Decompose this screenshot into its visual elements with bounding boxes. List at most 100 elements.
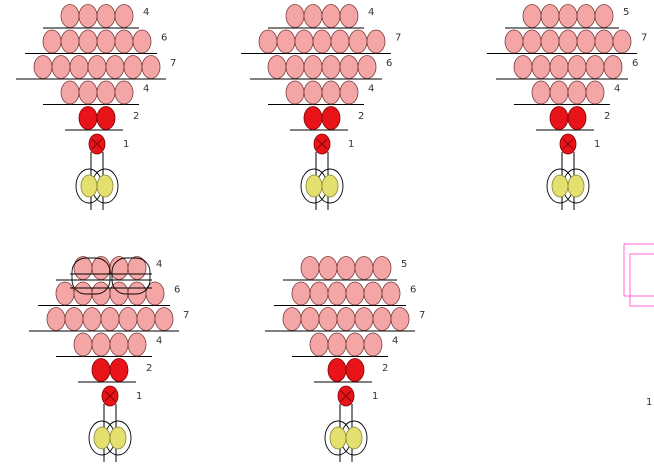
- pink-bead: [612, 29, 632, 54]
- yellow-bead: [345, 426, 363, 450]
- pink-bead: [55, 281, 75, 306]
- thread-loop: [111, 257, 151, 295]
- pink-bead: [327, 281, 347, 306]
- pink-bead: [276, 29, 296, 54]
- pink-bead: [372, 307, 392, 331]
- row-count-label: 7: [641, 33, 647, 44]
- yellow-bead: [329, 426, 347, 450]
- pink-bead: [531, 55, 551, 79]
- pink-bead: [594, 4, 614, 28]
- pink-bead: [531, 80, 551, 105]
- row-count-label: 6: [632, 58, 638, 69]
- pink-bead: [354, 307, 374, 331]
- pink-bead: [78, 80, 98, 105]
- pink-bead: [339, 80, 359, 105]
- pink-bead: [309, 281, 329, 306]
- pink-bead: [285, 80, 305, 105]
- row-count-label: 5: [623, 7, 629, 18]
- pink-bead: [51, 55, 71, 79]
- pink-bead: [540, 29, 560, 54]
- pink-bead: [321, 55, 341, 79]
- pink-bead: [123, 55, 143, 79]
- pink-bead: [46, 307, 66, 331]
- pink-bead: [576, 4, 596, 28]
- yellow-bead: [321, 174, 339, 198]
- row-count-label: 4: [143, 7, 149, 18]
- pink-bead: [390, 307, 410, 331]
- pink-bead: [87, 55, 107, 79]
- row-count-label: 7: [170, 58, 176, 69]
- pink-bead: [339, 4, 359, 28]
- pink-bead: [136, 307, 156, 331]
- row-count-label: 6: [410, 285, 416, 296]
- pink-bead: [73, 256, 93, 280]
- pink-bead: [300, 307, 320, 331]
- pink-bead: [154, 307, 174, 331]
- row-count-label: 5: [401, 259, 407, 270]
- pink-bead: [105, 55, 125, 79]
- red-bead: [96, 106, 116, 130]
- pink-bead: [60, 29, 80, 54]
- pink-bead: [381, 281, 401, 306]
- pink-bead: [354, 256, 374, 280]
- yellow-bead: [80, 174, 98, 198]
- red-bead: [303, 106, 323, 130]
- pink-bead: [372, 256, 392, 280]
- yellow-bead: [567, 174, 585, 198]
- pink-bead: [549, 55, 569, 79]
- pink-bead: [127, 281, 147, 306]
- cross-mark: [91, 138, 103, 150]
- pink-bead: [141, 55, 161, 79]
- pink-bead: [300, 256, 320, 280]
- pink-bead: [282, 307, 302, 331]
- pink-bead: [73, 332, 93, 357]
- red-row-label: 2: [358, 111, 364, 122]
- pink-bead: [114, 80, 134, 105]
- yellow-bead: [93, 426, 111, 450]
- pink-bead: [345, 332, 365, 357]
- pink-bead: [576, 29, 596, 54]
- pink-bead: [363, 281, 383, 306]
- pink-bead: [258, 29, 278, 54]
- pink-bead: [132, 29, 152, 54]
- row-count-label: 6: [386, 58, 392, 69]
- single-bead-label: 1: [594, 139, 600, 150]
- red-bead: [567, 106, 587, 130]
- pink-bead: [285, 55, 305, 79]
- single-bead-label: 1: [123, 139, 129, 150]
- row-count-label: 7: [419, 310, 425, 321]
- pink-bead: [558, 4, 578, 28]
- pink-bead: [91, 256, 111, 280]
- cross-mark: [316, 138, 328, 150]
- thread-loop: [71, 257, 111, 295]
- pink-bead: [64, 307, 84, 331]
- red-bead: [327, 358, 347, 382]
- pink-bead: [357, 55, 377, 79]
- row-count-label: 6: [174, 285, 180, 296]
- pink-bead: [549, 80, 569, 105]
- yellow-bead: [551, 174, 569, 198]
- pink-bead: [522, 4, 542, 28]
- pink-bead: [69, 55, 89, 79]
- pink-bead: [78, 29, 98, 54]
- pink-bead: [348, 29, 368, 54]
- pink-bead: [540, 4, 560, 28]
- pink-bead: [96, 80, 116, 105]
- pink-bead: [513, 55, 533, 79]
- row-count-label: 6: [161, 33, 167, 44]
- pink-bead: [118, 307, 138, 331]
- pink-bead: [303, 80, 323, 105]
- corner-label: 1: [646, 397, 652, 408]
- pink-bead: [345, 281, 365, 306]
- pink-bead: [567, 80, 587, 105]
- red-bead: [109, 358, 129, 382]
- pink-bead: [330, 29, 350, 54]
- red-bead: [91, 358, 111, 382]
- pink-bead: [294, 29, 314, 54]
- row-count-label: 4: [368, 7, 374, 18]
